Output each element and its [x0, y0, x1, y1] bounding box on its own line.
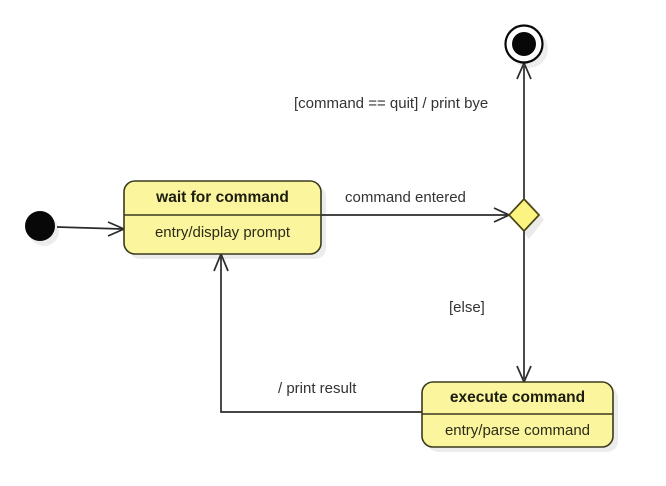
edge-label-command-entered: command entered: [345, 189, 466, 206]
decision-node-diamond[interactable]: [507, 197, 541, 233]
state-wait-for-command-box[interactable]: [123, 180, 322, 255]
edge-label-else: [else]: [449, 299, 485, 316]
edge-start-to-wait: [56, 226, 123, 230]
state-execute-command-title: execute command: [449, 389, 586, 406]
state-execute-command-activity: entry/parse command: [444, 422, 591, 439]
initial-state-node[interactable]: [25, 211, 55, 241]
state-wait-for-command-title: wait for command: [156, 189, 289, 206]
edge-label-print-result: / print result: [278, 380, 357, 397]
state-wait-for-command-activity: entry/display prompt: [154, 224, 291, 241]
edge-execute-to-wait: [220, 257, 422, 413]
final-state-inner-dot: [512, 32, 536, 56]
edge-label-command-quit-print-bye: [command == quit] / print bye: [294, 95, 489, 112]
